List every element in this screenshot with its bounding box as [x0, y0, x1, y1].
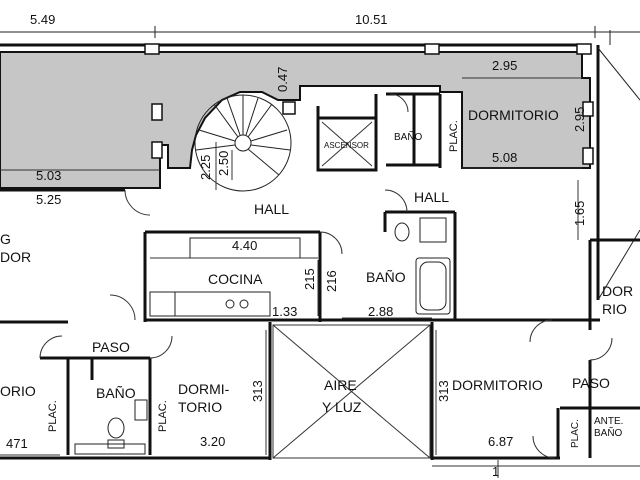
label-living-2: DOR — [0, 249, 31, 265]
dim-stair-height-small: 2.50 — [216, 151, 231, 176]
dim-kitchen-height: 215 — [302, 268, 317, 290]
label-aire-2: Y LUZ — [322, 399, 362, 415]
bath-fixtures-left — [74, 399, 148, 455]
label-plac-top: PLAC. — [448, 120, 460, 152]
balcony-area — [0, 51, 591, 189]
label-dormitorio-top: DORMITORIO — [468, 107, 559, 123]
dim-axis-marker: 1 — [492, 464, 499, 479]
door-swings — [39, 93, 613, 459]
label-dormitorio-left-2: TORIO — [178, 399, 222, 415]
dim-top-left: 5.49 — [30, 12, 55, 27]
label-ante-1: ANTE. — [594, 416, 623, 427]
dim-right-height: 1.65 — [572, 201, 587, 226]
label-living-1: G — [0, 231, 11, 247]
bathtub-center — [394, 217, 451, 315]
label-ante-2: BAÑO — [594, 426, 623, 439]
label-cocina: COCINA — [208, 271, 263, 287]
dim-bedroom-right-height: 313 — [436, 380, 451, 402]
facade-diagonals — [597, 30, 640, 301]
label-hall-center: HALL — [254, 201, 289, 217]
interior-walls — [0, 92, 640, 460]
label-bano-top: BAÑO — [394, 130, 423, 143]
wall-columns — [144, 43, 594, 165]
dim-bath-side: 216 — [324, 270, 339, 292]
elevator-symbol — [321, 121, 373, 167]
aire-luz-cross — [272, 324, 431, 459]
dim-bedroom-left-width: 3.20 — [200, 434, 225, 449]
dim-bedroom-left-height: 313 — [250, 380, 265, 402]
label-bano-left: BAÑO — [96, 385, 136, 401]
label-paso-left: PASO — [92, 339, 130, 355]
dim-lower-left: 5.25 — [36, 192, 61, 207]
dim-bedroom-right-width: 6.87 — [488, 434, 513, 449]
top-dimension-line — [0, 26, 640, 38]
dim-top-center: 10.51 — [355, 12, 388, 27]
label-dormitorio-right: DORMITORIO — [452, 377, 543, 393]
dim-kitchen-width: 4.40 — [232, 238, 257, 253]
label-bano-center: BAÑO — [366, 269, 406, 285]
dim-bedroom-bottom-width: 5.08 — [492, 150, 517, 165]
dim-bedroom-top-height: 2.95 — [572, 107, 587, 132]
dim-left-bottom: 471 — [6, 436, 28, 451]
label-dorm-edge-2: RIO — [602, 301, 627, 317]
interior-dimension-lines — [0, 77, 640, 478]
label-dormitorio-left-partial: ORIO — [0, 383, 36, 399]
label-plac-right: PLAC. — [570, 419, 581, 448]
dim-stair-height: 2.25 — [198, 155, 213, 180]
label-aire-1: AIRE — [324, 377, 357, 393]
dim-bath-width: 2.88 — [368, 304, 393, 319]
dim-kitchen-bottom: 1.33 — [272, 304, 297, 319]
label-ascensor: ASCENSOR — [324, 141, 369, 150]
label-dormitorio-left-1: DORMI- — [178, 381, 230, 397]
spiral-staircase — [194, 94, 292, 192]
label-hall-right: HALL — [414, 189, 449, 205]
dim-balcony-small: 0.47 — [275, 67, 290, 92]
dim-upper-left: 5.03 — [36, 168, 61, 183]
label-plac-left-2: PLAC. — [157, 400, 169, 432]
label-dorm-edge-1: DOR — [602, 283, 633, 299]
dim-bedroom-top-width: 2.95 — [492, 58, 517, 73]
label-plac-left-1: PLAC. — [47, 400, 59, 432]
label-paso-right: PASO — [572, 375, 610, 391]
